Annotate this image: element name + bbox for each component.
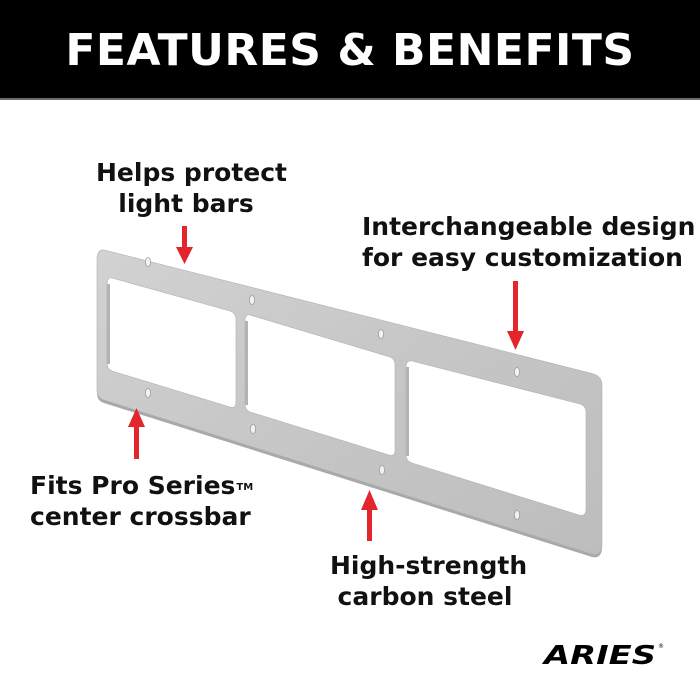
hole-icon [248,295,255,305]
callout-interchangeable-design: Interchangeable design for easy customiz… [362,211,696,273]
hole-icon [144,257,151,267]
hole-icon [378,465,385,475]
hole-icon [377,329,384,339]
callout-line: center crossbar [30,502,251,531]
callout-high-strength-steel: High-strength carbon steel [330,550,528,612]
arrow-up-icon [361,490,378,541]
hole-icon [514,367,521,377]
window-bevels [107,284,409,456]
callout-line: Helps protect [96,158,288,187]
registered-mark: ® [658,643,664,650]
hole-icon [249,424,256,434]
callout-line: Interchangeable design [362,212,696,241]
page-title: FEATURES & BENEFITS [65,24,635,76]
arrow-up-icon [128,408,145,459]
callout-line: for easy customization [362,243,683,272]
trademark-mark: TM [236,482,254,493]
callout-text: Fits Pro Series [30,471,236,500]
callout-line: light bars [118,189,254,218]
arrow-down-icon [176,226,193,264]
mounting-holes [144,257,521,520]
hole-icon [514,510,521,520]
callout-line: High-strength [330,551,528,580]
callout-line: carbon steel [337,582,513,611]
hole-icon [144,388,151,398]
callout-fits-pro-series: Fits Pro SeriesTM center crossbar [30,470,254,532]
arrow-down-icon [507,281,524,350]
header-banner: FEATURES & BENEFITS [0,0,700,100]
callout-arrows [128,226,524,541]
logo-text: ARIES [541,641,656,670]
callout-line: Fits Pro SeriesTM [30,470,254,501]
callout-protect-light-bars: Helps protect light bars [96,157,288,219]
aries-logo: ARIES ® [541,641,664,670]
